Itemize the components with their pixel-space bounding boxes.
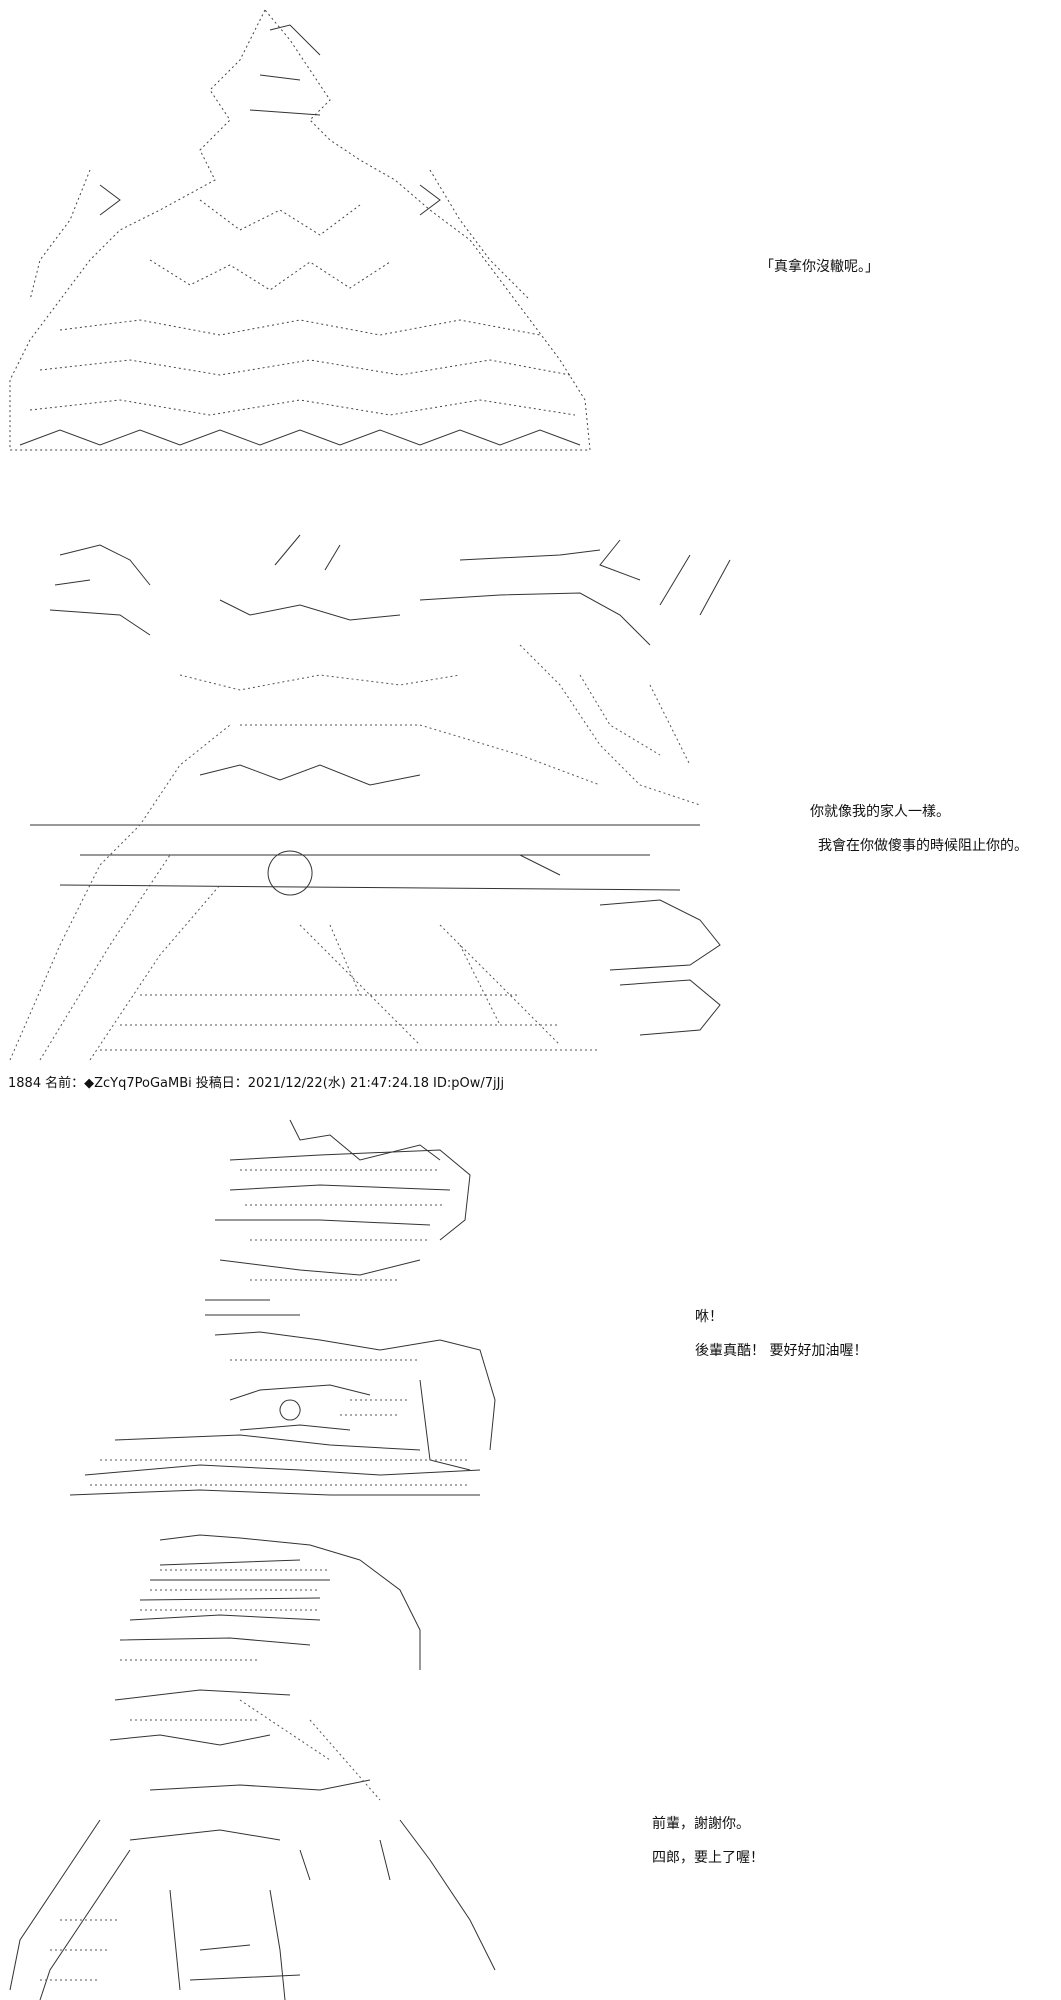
panel-senior: 咻！ 後輩真酷！ 要好好加油喔！ [0,1100,1061,1520]
dialog-line: 「真拿你沒轍呢。」 [760,259,879,275]
dialog-text: 你就像我的家人一樣。 我會在你做傻事的時候阻止你的。 [810,795,1028,863]
ascii-art-family [0,525,740,1070]
name-label: 名前： [45,1076,85,1091]
dialog-line: 四郎，要上了喔！ [652,1850,764,1866]
dialog-text: 前輩，謝謝你。 四郎，要上了喔！ [652,1807,764,1875]
post-id: ID:pOw/7jJj [433,1076,505,1091]
ascii-art-senior [0,1100,520,1520]
dialog-line: 我會在你做傻事的時候阻止你的。 [818,838,1028,854]
panel-flames: 「真拿你沒轍呢。」 [0,0,1061,470]
post-date: 2021/12/22(水) 21:47:24.18 [247,1076,430,1091]
tripcode: ◆ZcYq7PoGaMBi [84,1076,192,1091]
dialog-line: 後輩真酷！ 要好好加油喔！ [695,1343,868,1359]
post-number: 1884 [8,1076,42,1091]
dialog-line: 你就像我的家人一樣。 [810,804,950,820]
ascii-art-shiro [0,1520,520,2000]
dialog-text: 咻！ 後輩真酷！ 要好好加油喔！ [695,1300,867,1368]
dialog-line: 咻！ [695,1309,723,1325]
post-date-label: 投稿日： [195,1076,248,1091]
panel-shiro: 前輩，謝謝你。 四郎，要上了喔！ [0,1520,1061,2000]
dialog-text: 「真拿你沒轍呢。」 [760,250,879,284]
panel-family: 你就像我的家人一樣。 我會在你做傻事的時候阻止你的。 [0,525,1061,1070]
ascii-art-flames [0,0,620,470]
dialog-line: 前輩，謝謝你。 [652,1816,750,1832]
